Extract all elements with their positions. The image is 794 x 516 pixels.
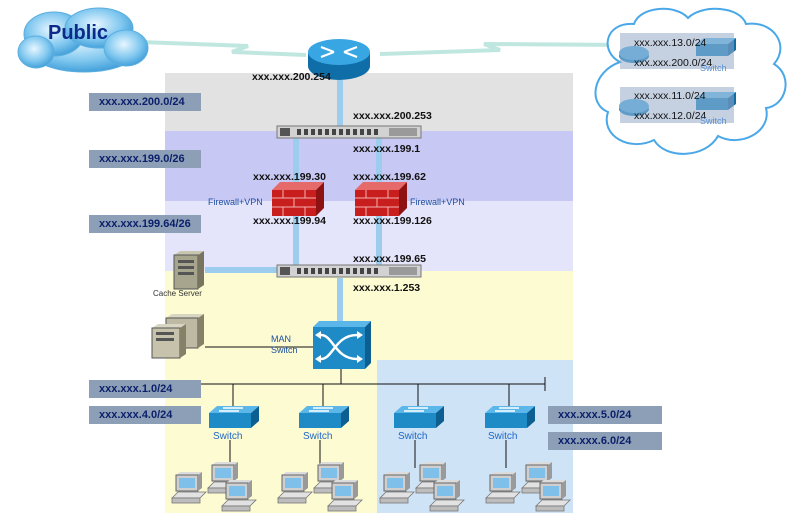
upper-switch-ip-top: xxx.xxx.200.253 — [353, 110, 432, 122]
workstation-icon-2-1 — [277, 472, 313, 504]
workstation-icon-3-3 — [429, 480, 465, 512]
subnet-tag-199-0: xxx.xxx.199.0/26 — [89, 150, 201, 168]
access-switch-3-label: Switch — [398, 431, 428, 442]
cache-server-label: Cache Server — [153, 289, 202, 298]
fw-left-ip-top: xxx.xxx.199.30 — [253, 171, 326, 183]
access-switch-2-label: Switch — [303, 431, 333, 442]
subnet-tag-1: xxx.xxx.1.0/24 — [89, 380, 201, 398]
router-ip: xxx.xxx.200.254 — [252, 71, 331, 83]
subnet-tag-200: xxx.xxx.200.0/24 — [89, 93, 201, 111]
remote-switch-label-2: Switch — [700, 116, 727, 126]
access-switch-2-icon — [299, 406, 349, 428]
upper-rack-switch-icon — [276, 125, 422, 139]
man-switch-icon — [313, 321, 371, 369]
access-switch-4-label: Switch — [488, 431, 518, 442]
remote-subnet-12: xxx.xxx.12.0/24 — [634, 110, 707, 122]
wan-link-left — [139, 40, 307, 57]
lower-rack-switch-icon — [276, 264, 422, 278]
access-switch-1-icon — [209, 406, 259, 428]
access-switch-1-label: Switch — [213, 431, 243, 442]
workstation-icon-3-1 — [379, 472, 415, 504]
remote-label-box-1 — [620, 33, 734, 69]
lower-switch-ip-bottom: xxx.xxx.1.253 — [353, 282, 421, 294]
workstation-icon-2-3 — [327, 480, 363, 512]
man-switch-label-1: MAN — [271, 334, 291, 344]
workstation-icon-1-3 — [221, 480, 257, 512]
dmz-band-200 — [165, 73, 573, 131]
fw-right-ip-top: xxx.xxx.199.62 — [353, 171, 426, 183]
wan-link-right — [379, 42, 627, 56]
workstation-icon-4-3 — [535, 480, 571, 512]
subnet-tag-4: xxx.xxx.4.0/24 — [89, 406, 201, 424]
subnet-tag-6: xxx.xxx.6.0/24 — [548, 432, 662, 450]
remote-subnet-13: xxx.xxx.13.0/24 — [634, 37, 707, 49]
fw-right-label: Firewall+VPN — [410, 197, 465, 207]
workstation-icon-4-1 — [485, 472, 521, 504]
access-switch-4-icon — [485, 406, 535, 428]
access-switch-3-icon — [394, 406, 444, 428]
public-cloud — [17, 7, 149, 73]
man-switch-label-2: Switch — [271, 345, 298, 355]
firewall-right-icon — [355, 182, 407, 216]
upper-switch-ip-bottom: xxx.xxx.199.1 — [353, 143, 421, 155]
workstation-icon-1-1 — [171, 472, 207, 504]
fw-left-label: Firewall+VPN — [208, 197, 263, 207]
lower-switch-ip-top: xxx.xxx.199.65 — [353, 253, 426, 265]
public-cloud-label: Public — [48, 22, 109, 44]
remote-subnet-200: xxx.xxx.200.0/24 — [634, 57, 713, 69]
workstation-icon-1-2 — [207, 462, 243, 494]
server-cluster-icon — [151, 314, 204, 359]
subnet-tag-199-64: xxx.xxx.199.64/26 — [89, 215, 201, 233]
firewall-left-icon — [272, 182, 324, 216]
fw-right-ip-bottom: xxx.xxx.199.126 — [353, 215, 432, 227]
remote-subnet-11: xxx.xxx.11.0/24 — [634, 90, 706, 102]
router-icon — [308, 39, 370, 80]
fw-left-ip-bottom: xxx.xxx.199.94 — [253, 215, 326, 227]
cache-server-icon — [173, 251, 204, 290]
remote-switch-label-1: Switch — [700, 63, 727, 73]
remote-label-box-2 — [620, 87, 734, 123]
subnet-tag-5: xxx.xxx.5.0/24 — [548, 406, 662, 424]
